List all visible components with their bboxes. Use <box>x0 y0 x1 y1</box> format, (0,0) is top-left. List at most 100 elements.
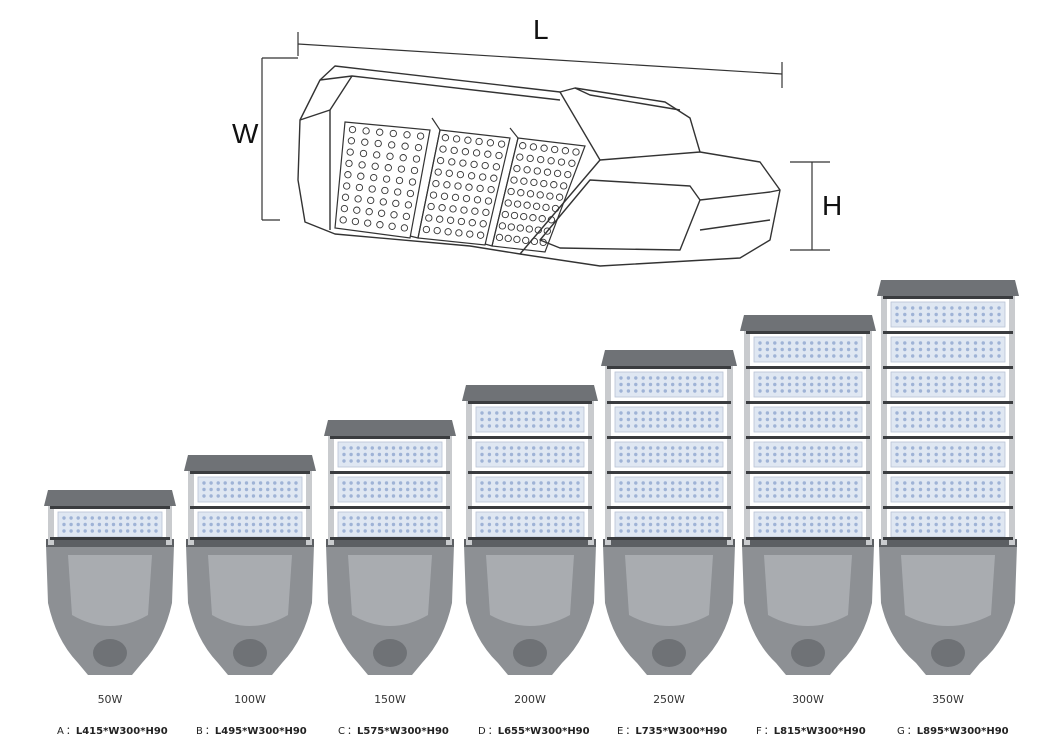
led-chip <box>634 522 638 527</box>
led-chip <box>758 376 762 380</box>
drawing-led-dot <box>351 217 360 226</box>
led-module <box>337 441 443 468</box>
drawing-led-dot <box>444 228 452 236</box>
led-chip <box>413 481 417 485</box>
module-divider <box>607 366 731 369</box>
led-chip <box>802 459 806 463</box>
led-chip <box>715 487 719 492</box>
led-chip <box>780 411 784 415</box>
led-chip <box>266 494 270 498</box>
led-chip <box>787 452 792 457</box>
led-chip <box>671 459 675 463</box>
led-chip <box>258 494 263 498</box>
led-chip <box>846 516 851 520</box>
led-chip <box>918 446 923 450</box>
size-spec: C：L575*W300*H90 <box>338 722 488 737</box>
led-chip <box>817 494 821 498</box>
led-chip <box>707 516 712 520</box>
size-code: L495*W300*H90 <box>214 726 307 737</box>
led-chip <box>950 516 954 520</box>
drawing-led-dot <box>355 183 364 192</box>
led-chip <box>427 459 431 463</box>
led-chip <box>839 494 843 498</box>
drawing-led-dot <box>504 199 512 207</box>
led-chip <box>817 341 821 345</box>
led-module <box>475 476 585 503</box>
led-chip <box>973 459 978 463</box>
led-chip <box>363 446 367 450</box>
led-chip <box>502 411 506 415</box>
led-chip <box>911 319 915 323</box>
led-chip <box>839 516 843 520</box>
led-chip <box>911 347 915 352</box>
led-chip <box>958 376 962 380</box>
led-chip <box>795 452 799 457</box>
led-chip <box>517 522 521 527</box>
led-chip <box>787 459 792 463</box>
led-chip <box>154 529 158 533</box>
led-chip <box>942 424 946 428</box>
led-chip <box>895 347 899 352</box>
led-chip <box>568 529 573 533</box>
led-chip <box>377 494 382 498</box>
led-chip <box>989 382 993 387</box>
led-chip <box>97 516 102 520</box>
led-chip <box>965 417 970 422</box>
drawing-led-dot <box>561 147 570 155</box>
size-spec: G：L895*W300*H90 <box>897 722 1047 737</box>
led-chip <box>965 446 970 450</box>
led-chip <box>839 411 843 415</box>
led-chip <box>958 522 962 527</box>
model-separator: ： <box>763 726 774 737</box>
led-chip <box>846 417 851 422</box>
led-chip <box>398 494 403 498</box>
led-chip <box>532 516 536 520</box>
housing-panel <box>68 555 152 626</box>
wattage-label: 250W <box>653 693 685 706</box>
led-chip <box>824 411 829 415</box>
led-chip <box>824 446 829 450</box>
led-chip <box>509 522 514 527</box>
led-chip <box>895 529 899 533</box>
led-chip <box>934 481 938 485</box>
drawing-led-dot <box>466 230 474 238</box>
led-chip <box>678 446 682 450</box>
led-chip <box>802 452 806 457</box>
led-chip <box>942 341 946 345</box>
led-chip <box>700 376 704 380</box>
led-chip <box>495 459 499 463</box>
drawing-led-panels <box>334 117 586 253</box>
led-chip <box>294 494 298 498</box>
module-divider <box>50 506 170 509</box>
led-chip <box>554 522 558 527</box>
led-chip <box>911 487 915 492</box>
led-chip <box>517 411 521 415</box>
led-chip <box>934 306 938 310</box>
led-chip <box>958 424 962 428</box>
led-chip <box>854 459 858 463</box>
size-spec: A：L415*W300*H90 <box>57 722 207 737</box>
led-chip <box>370 481 374 485</box>
frame-right <box>727 364 733 545</box>
led-chip <box>391 446 396 450</box>
led-chip <box>561 417 565 422</box>
led-chip <box>958 481 962 485</box>
led-chip <box>406 481 410 485</box>
size-code: L655*W300*H90 <box>497 726 590 737</box>
led-chip <box>524 411 528 415</box>
module-divider <box>607 401 731 404</box>
led-chip <box>434 452 438 457</box>
led-module <box>475 406 585 433</box>
led-chip <box>656 411 660 415</box>
led-chip <box>266 516 270 520</box>
led-chip <box>981 424 985 428</box>
led-chip <box>773 417 777 422</box>
led-chip <box>846 522 851 527</box>
led-chip <box>832 376 836 380</box>
led-chip <box>663 529 667 533</box>
led-chip <box>832 424 836 428</box>
led-chip <box>619 446 623 450</box>
led-chip <box>546 411 551 415</box>
led-chip <box>795 424 799 428</box>
led-chip <box>958 312 962 317</box>
